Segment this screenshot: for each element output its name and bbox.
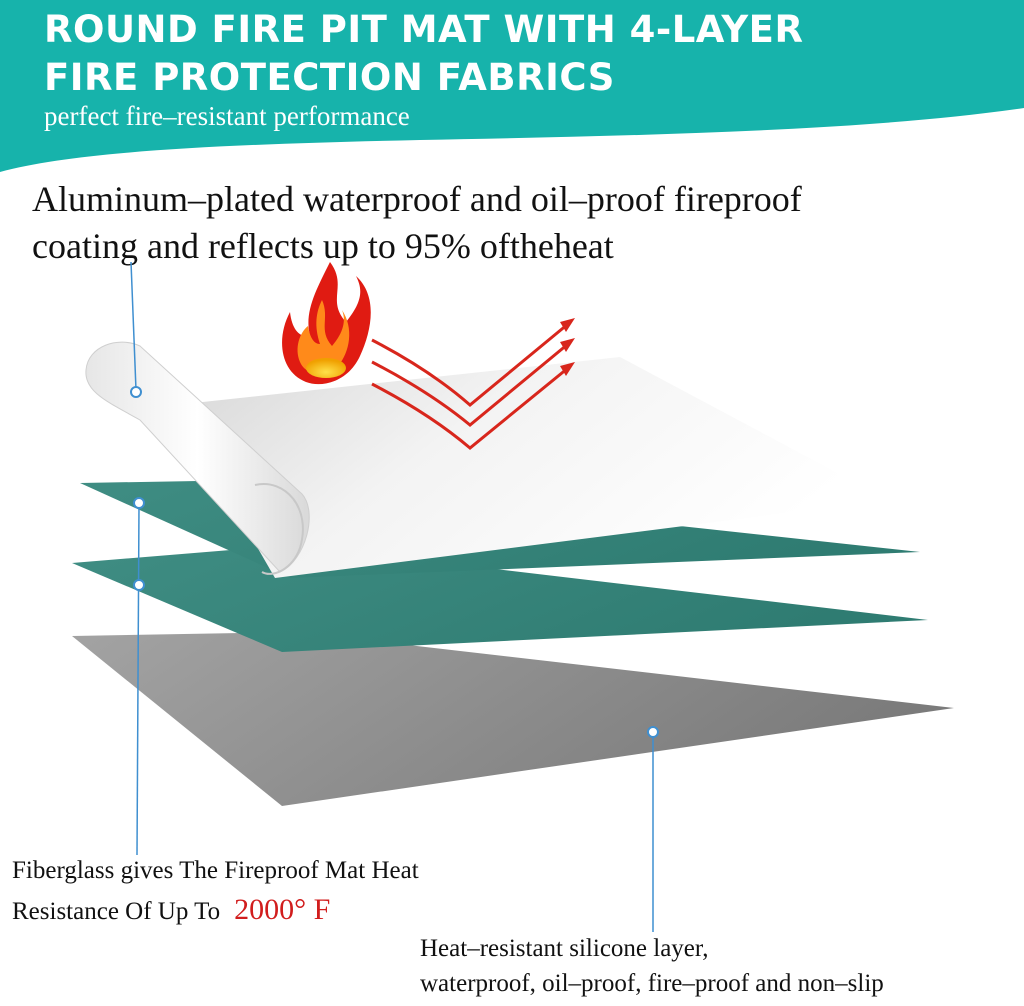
aluminum-roll [85, 341, 310, 573]
title-line-1: ROUND FIRE PIT MAT WITH 4-LAYER [44, 8, 804, 51]
fiberglass-caption-text: Resistance Of Up To [12, 898, 221, 925]
silicone-layer [72, 632, 954, 806]
header-teal-shape [0, 0, 1024, 172]
silicone-caption-line-2: waterproof, oil–proof, fire–proof and no… [420, 970, 884, 997]
flame-icon [282, 262, 371, 385]
fiberglass-caption-line-1: Fiberglass gives The Fireproof Mat Heat [12, 857, 419, 884]
aluminum-layer [175, 357, 888, 578]
subtitle: perfect fire–resistant performance [44, 101, 410, 131]
reflection-arrows-icon [371, 318, 575, 450]
callout-fiberglass [133, 497, 145, 856]
header-banner [0, 0, 1024, 172]
callout-aluminum [130, 261, 142, 398]
aluminum-caption-line-1: Aluminum–plated waterproof and oil–proof… [32, 179, 802, 219]
callout-silicone [647, 726, 659, 932]
title-line-2: FIRE PROTECTION FABRICS [44, 56, 615, 99]
temperature-value: 2000° F [234, 893, 331, 926]
aluminum-caption-line-2: coating and reflects up to 95% oftheheat [32, 226, 614, 266]
silicone-caption-line-1: Heat–resistant silicone layer, [420, 935, 709, 962]
fiberglass-caption-line-2: Resistance Of Up To 2000° F [12, 893, 330, 927]
aluminum-roll-edge [254, 482, 304, 575]
